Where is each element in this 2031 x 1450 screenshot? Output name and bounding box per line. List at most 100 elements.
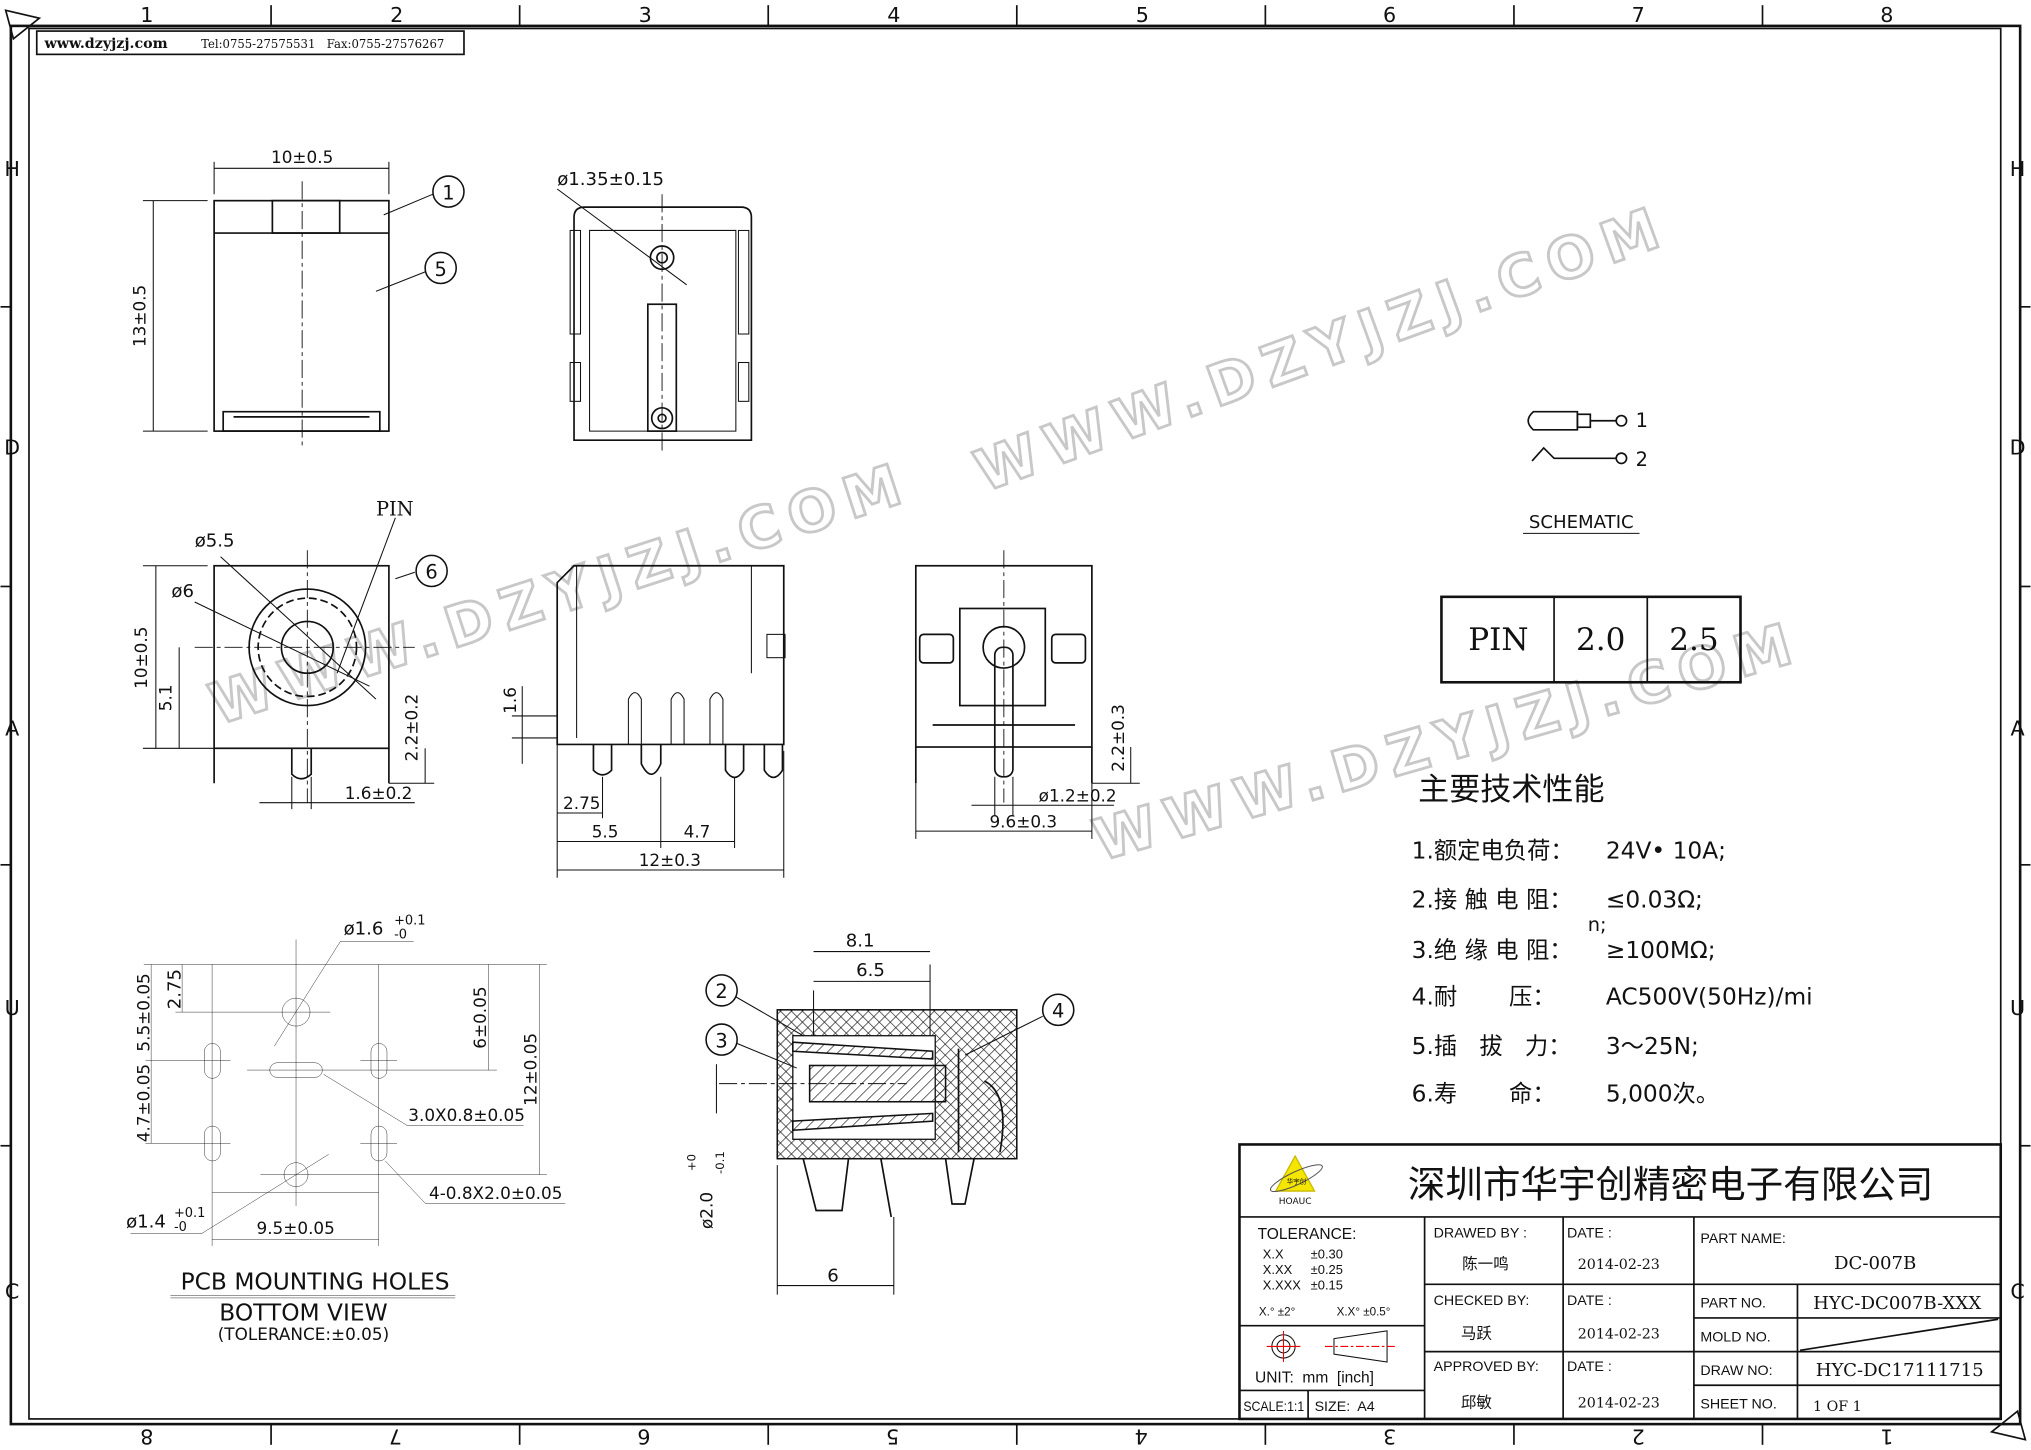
zone-col: 7 [389, 1424, 402, 1448]
tolerance-key: X.XXX [1263, 1277, 1301, 1292]
spec-label: 3.绝 缘 电 阻： [1412, 937, 1573, 964]
zone-col: 7 [1632, 3, 1645, 27]
zone-row: A [5, 716, 19, 740]
schematic: 1 2 SCHEMATIC [1523, 409, 1648, 534]
dim-hole: ø1.35±0.15 [557, 169, 664, 190]
spec-label: 6.寿 命： [1412, 1081, 1556, 1108]
title-block: 华宇创 HOAUC 深圳市华宇创精密电子有限公司 TOLERANCE: X.X … [1238, 1143, 2003, 1421]
dim-pin-length: 2.2±0.2 [401, 694, 421, 762]
pin-label: PIN [376, 497, 414, 520]
size-label: SIZE: A4 [1315, 1399, 1375, 1415]
zone-col: 4 [887, 3, 900, 27]
checked-by-label: CHECKED BY: [1434, 1293, 1530, 1309]
spec-label: 2.接 触 电 阻： [1412, 887, 1573, 914]
pin-table-cell: 2.5 [1669, 622, 1718, 658]
zone-row: C [2010, 1280, 2024, 1304]
zone-row: C [5, 1280, 19, 1304]
zone-col: 6 [637, 1424, 650, 1448]
zone-col: 5 [886, 1424, 899, 1448]
dim-tol: +0.1 [174, 1206, 205, 1221]
dim-width: 9.5±0.05 [257, 1218, 335, 1238]
approved-by: 邱敏 [1461, 1393, 1492, 1411]
orientation-triangle-icon [1989, 1409, 2027, 1441]
zone-row: D [2010, 435, 2026, 459]
pcb-mounting-holes-view: ø1.6 +0.1 -0 ø1.4 +0.1 -0 2.75 5.5±0.05 … [126, 913, 566, 1344]
spec-label: 4.耐 压： [1412, 984, 1556, 1011]
balloon: 3 [715, 1029, 727, 1052]
dim-center: 5.1 [155, 684, 175, 711]
dim-height: 13±0.5 [130, 285, 150, 347]
part-name: DC-007B [1834, 1253, 1916, 1274]
drawn-by: 陈一鸣 [1462, 1255, 1509, 1273]
pcb-title: PCB MOUNTING HOLES [181, 1268, 450, 1295]
rear-view: 2.2±0.3 ø1.2±0.2 9.6±0.3 [914, 550, 1140, 839]
dim-bottom-hole: ø1.4 [126, 1211, 166, 1232]
dim-b: 2.75 [563, 793, 600, 813]
logo-text: HOAUC [1279, 1197, 1312, 1207]
fax-text: Fax:0755-27576267 [327, 37, 445, 51]
tolerance-value: ±0.30 [1311, 1246, 1343, 1261]
dim-2-75: 2.75 [164, 969, 185, 1009]
date-label: DATE : [1567, 1293, 1612, 1309]
unit-label: UNIT: mm [inch] [1255, 1370, 1374, 1387]
angle-tolerance: X.° ±2° [1259, 1305, 1295, 1318]
balloon: 2 [715, 980, 727, 1003]
draw-no: HYC-DC17111715 [1816, 1360, 1984, 1381]
dim-6: 6 [827, 1266, 839, 1287]
dim-8-1: 8.1 [846, 930, 875, 951]
dim-6-5: 6.5 [856, 960, 885, 981]
tel-text: Tel:0755-27575531 [201, 37, 315, 51]
dim-length: 12±0.3 [639, 850, 701, 870]
balloon: 6 [425, 561, 437, 584]
date-value: 2014-02-23 [1578, 1327, 1660, 1343]
schematic-title: SCHEMATIC [1529, 512, 1634, 533]
dim-4-7: 4.7±0.05 [133, 1064, 153, 1142]
front-view: 10±0.5 13±0.5 1 5 [130, 147, 465, 447]
date-label: DATE : [1567, 1226, 1612, 1242]
spec-value: 24V• 10A; [1606, 837, 1726, 864]
drawing-frame: 1 2 3 4 5 6 7 8 1 2 3 4 5 6 7 8 H D A U … [0, 3, 2031, 1448]
zone-col: 6 [1383, 3, 1396, 27]
zone-col: 3 [1383, 1424, 1396, 1448]
dim-pin-dia: ø1.2±0.2 [1039, 785, 1117, 805]
zone-col: 1 [1880, 1424, 1893, 1448]
spec-value: ≤0.03Ω; [1606, 887, 1703, 914]
specifications: 主要技术性能 1.额定电负荷： 24V• 10A; 2.接 触 电 阻： ≤0.… [1412, 772, 1813, 1108]
sheet-no: 1 OF 1 [1813, 1399, 1862, 1415]
zone-col: 1 [140, 3, 153, 27]
zone-col: 2 [390, 3, 403, 27]
zone-col: 3 [639, 3, 652, 27]
pcb-subtitle: BOTTOM VIEW [219, 1300, 387, 1327]
dim-slots4: 4-0.8X2.0±0.05 [429, 1183, 562, 1203]
dim-top-hole: ø1.6 [344, 919, 384, 940]
checked-by: 马跃 [1461, 1325, 1493, 1343]
spec-overflow: n; [1588, 913, 1607, 936]
dim-tol: -0 [394, 928, 407, 943]
sheet-no-label: SHEET NO. [1700, 1397, 1776, 1413]
dim-height: 10±0.5 [131, 627, 151, 689]
dim-dia: ø2.0 [697, 1192, 717, 1229]
top-view: ø1.35±0.15 [556, 169, 753, 454]
mold-no-label: MOLD NO. [1700, 1329, 1770, 1345]
drawn-by-label: DRAWED BY : [1434, 1226, 1527, 1242]
approved-by-label: APPROVED BY: [1434, 1359, 1539, 1375]
dim-tol: -0.1 [713, 1151, 727, 1174]
dim-a: 1.6 [500, 687, 520, 714]
zone-col: 2 [1632, 1424, 1645, 1448]
balloon: 5 [434, 258, 446, 281]
logo-cn: 华宇创 [1287, 1176, 1306, 1185]
side-view: 1.6 2.75 5.5 4.7 12±0.3 [500, 564, 786, 878]
part-no: HYC-DC007B-XXX [1813, 1293, 1981, 1314]
spec-value: 5,000次。 [1606, 1081, 1719, 1108]
angle-tolerance: X.X° ±0.5° [1337, 1305, 1391, 1318]
orientation-triangle-icon [4, 9, 42, 41]
balloon: 1 [442, 181, 454, 204]
zone-row: H [2010, 157, 2026, 181]
company-name: 深圳市华宇创精密电子有限公司 [1408, 1163, 1933, 1207]
dim-c: 5.5 [592, 822, 619, 842]
spec-value: AC500V(50Hz)/mi [1606, 984, 1813, 1011]
scale-label: SCALE:1:1 [1243, 1399, 1304, 1415]
draw-no-label: DRAW NO: [1700, 1363, 1772, 1379]
zone-row: D [4, 435, 20, 459]
